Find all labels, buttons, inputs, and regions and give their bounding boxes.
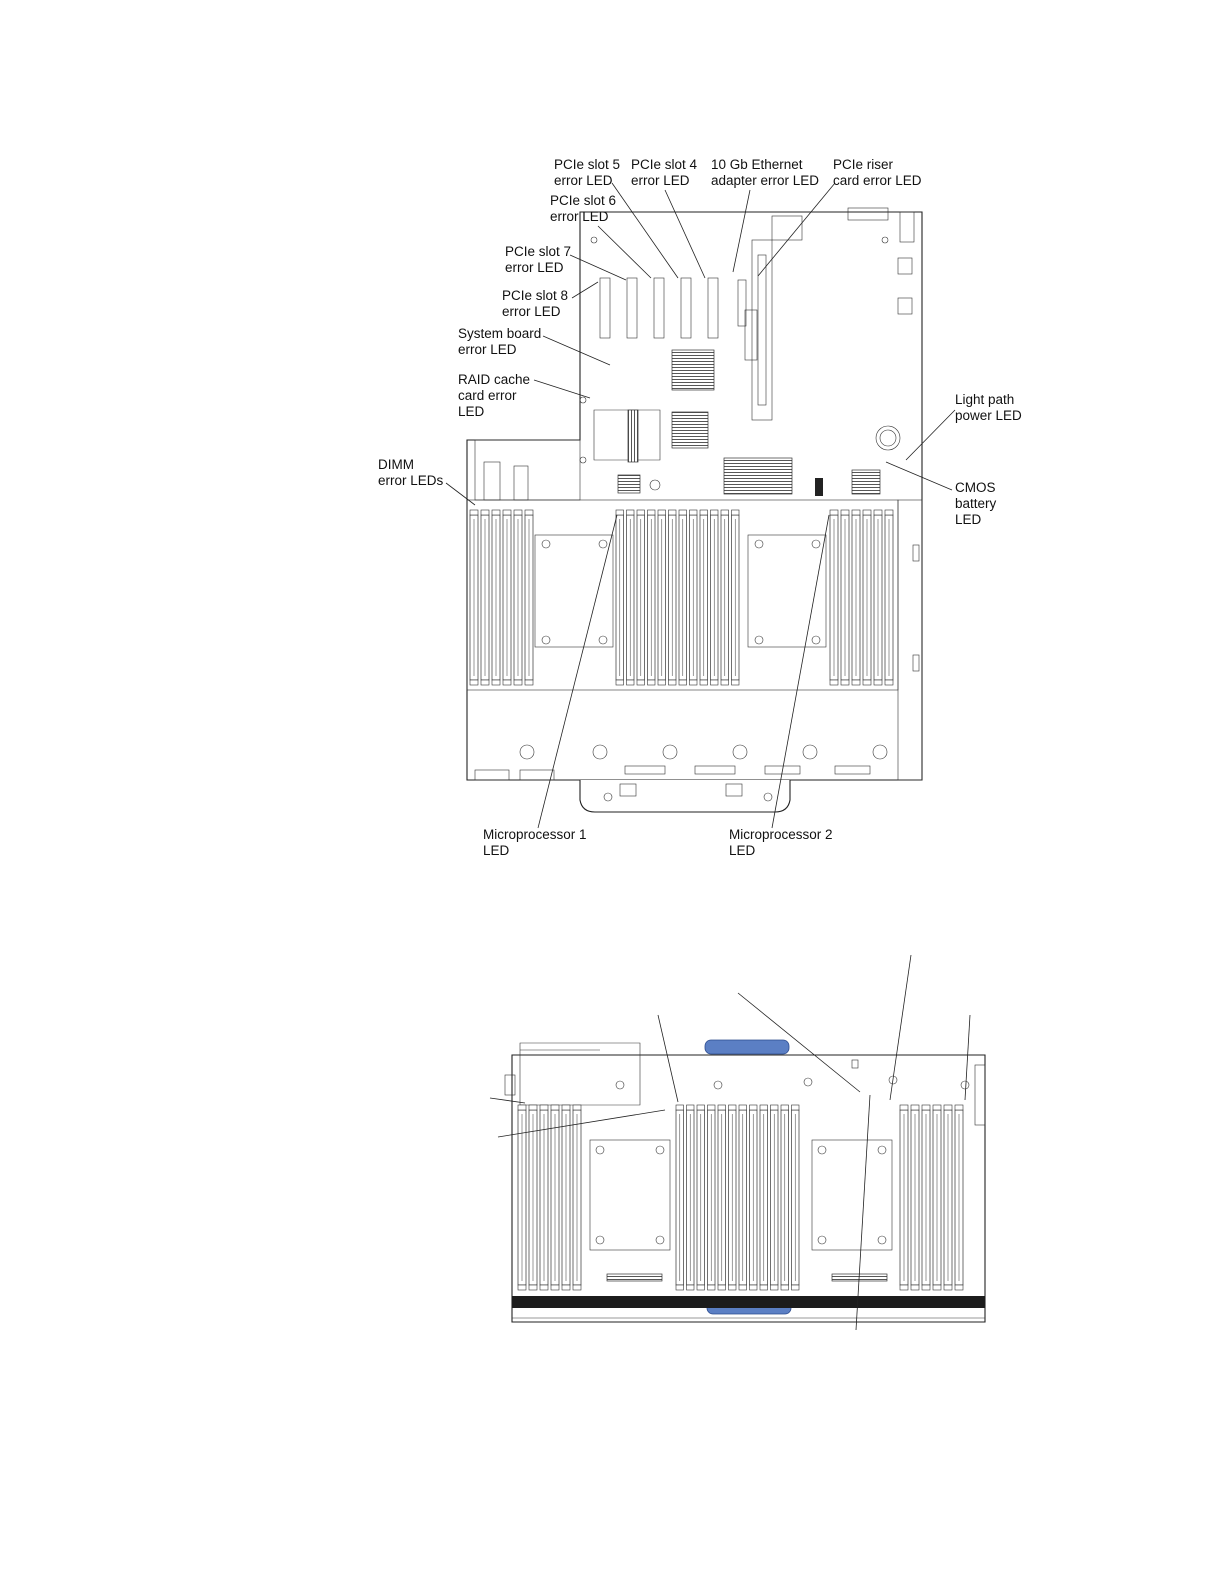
label-pcie-slot-5: PCIe slot 5 error LED [554, 157, 621, 188]
label-pcie-riser: PCIe riser card error LED [833, 157, 922, 188]
label-system-board: System board error LED [458, 326, 542, 357]
label-pcie-slot-4: PCIe slot 4 error LED [631, 157, 698, 188]
label-microprocessor-1: Microprocessor 1 LED [483, 827, 587, 858]
bottom-board-outline [511, 1054, 986, 1323]
bottom-board [504, 1039, 986, 1323]
bottom-bracket [579, 780, 791, 813]
label-microprocessor-2: Microprocessor 2 LED [729, 827, 833, 858]
label-10gb-ethernet: 10 Gb Ethernet adapter error LED [711, 157, 820, 188]
label-pcie-slot-7: PCIe slot 7 error LED [505, 244, 572, 275]
label-cmos-battery: CMOS battery LED [955, 480, 997, 527]
top-leader-lines [445, 182, 956, 829]
pcie-slots [599, 277, 747, 339]
label-pcie-slot-8: PCIe slot 8 error LED [502, 288, 569, 319]
label-raid-cache: RAID cache card error LED [458, 372, 531, 419]
label-pcie-slot-6: PCIe slot 6 error LED [550, 193, 617, 224]
top-handle [704, 1039, 790, 1055]
top-board [466, 207, 923, 813]
label-dimm-error-leds: DIMM error LEDs [378, 457, 444, 488]
label-light-path: Light path power LED [955, 392, 1022, 423]
bottom-leader-lines [489, 954, 971, 1331]
